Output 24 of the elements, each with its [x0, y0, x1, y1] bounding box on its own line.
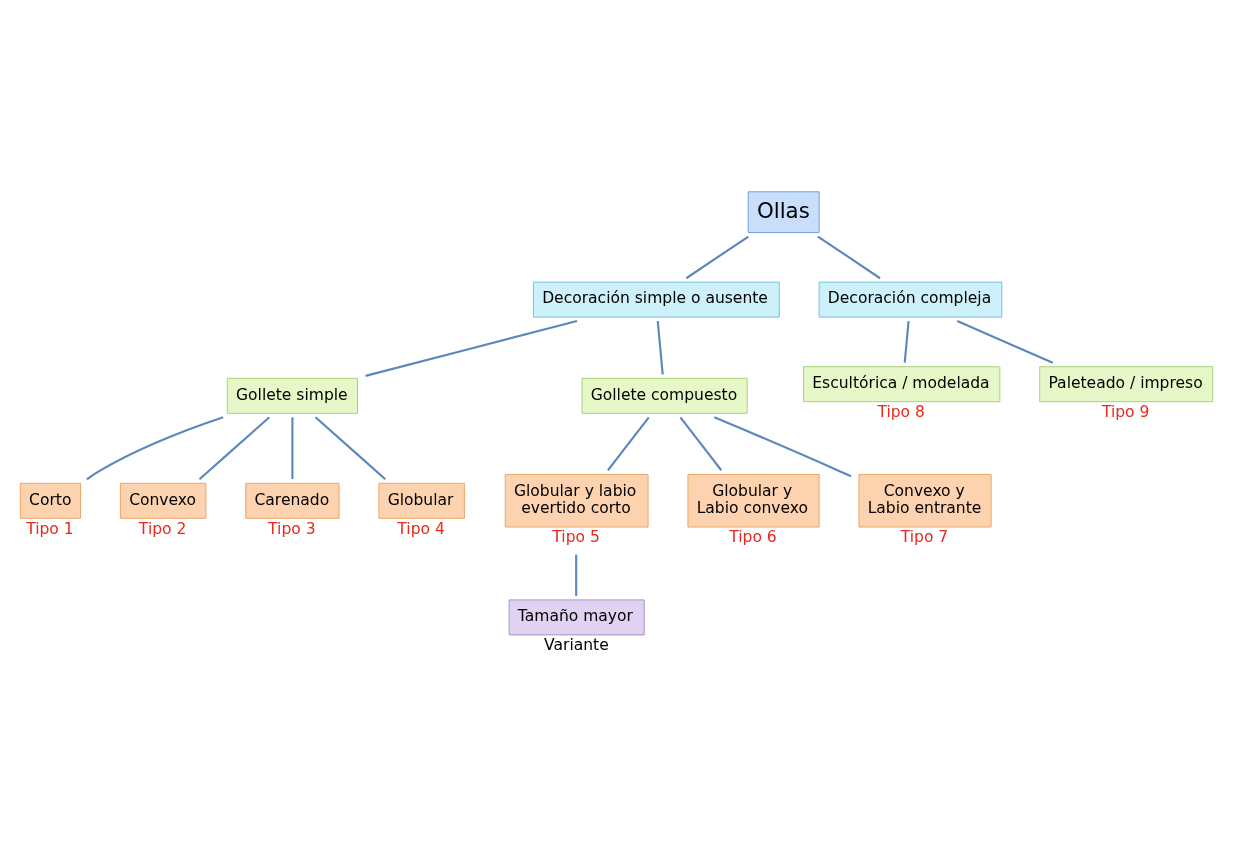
node-label: Tipo 2 — [138, 519, 187, 538]
connector — [607, 416, 650, 471]
node-label: Variante — [544, 636, 609, 655]
connector — [956, 320, 1054, 364]
node-label: Tipo 8 — [877, 403, 925, 422]
connector — [291, 417, 294, 480]
node-label: Tipo 9 — [1101, 403, 1150, 422]
node-label: Tipo 1 — [26, 519, 74, 538]
connector — [575, 554, 578, 596]
node-label: Tipo 3 — [268, 519, 316, 538]
connector — [685, 235, 749, 280]
connector — [817, 235, 881, 280]
node-label: Tipo 5 — [552, 528, 600, 547]
node-label: Tipo 7 — [900, 528, 949, 547]
connector — [903, 320, 910, 363]
connector — [656, 320, 664, 375]
connector — [365, 320, 578, 377]
connector — [314, 416, 387, 481]
connector — [86, 416, 224, 481]
connector — [198, 416, 270, 481]
node-label: Tipo 4 — [397, 519, 445, 538]
connector — [679, 416, 723, 471]
node-label: Tipo 6 — [729, 528, 777, 547]
connector — [713, 416, 852, 478]
